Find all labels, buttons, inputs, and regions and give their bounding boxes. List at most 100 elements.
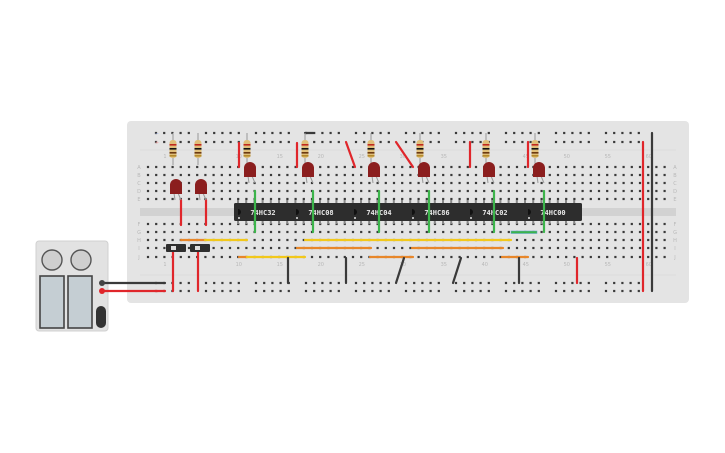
hole[interactable]: [638, 222, 642, 226]
hole[interactable]: [540, 189, 543, 193]
rail-hole[interactable]: [271, 131, 274, 135]
hole[interactable]: [360, 230, 363, 234]
hole[interactable]: [433, 197, 437, 201]
hole[interactable]: [663, 230, 666, 234]
hole[interactable]: [663, 246, 666, 250]
hole[interactable]: [187, 165, 191, 169]
hole[interactable]: [286, 165, 289, 169]
rail-hole[interactable]: [629, 131, 632, 135]
hole[interactable]: [589, 165, 592, 169]
rail-hole[interactable]: [254, 281, 258, 285]
battery-negative-terminal[interactable]: [99, 280, 105, 286]
rail-hole[interactable]: [413, 140, 416, 144]
hole[interactable]: [425, 255, 428, 259]
hole[interactable]: [581, 189, 584, 193]
hole[interactable]: [507, 246, 510, 250]
hole[interactable]: [548, 173, 551, 177]
hole[interactable]: [392, 181, 396, 185]
rail-hole[interactable]: [454, 140, 458, 144]
hole[interactable]: [163, 197, 166, 201]
hole[interactable]: [179, 173, 182, 177]
led[interactable]: [195, 179, 207, 201]
hole[interactable]: [573, 230, 576, 234]
rail-hole[interactable]: [521, 281, 524, 285]
hole[interactable]: [319, 173, 322, 177]
hole[interactable]: [630, 238, 633, 242]
hole[interactable]: [655, 165, 658, 169]
rail-hole[interactable]: [404, 131, 408, 135]
rail-hole[interactable]: [504, 289, 508, 293]
hole[interactable]: [294, 230, 297, 234]
rail-hole[interactable]: [454, 289, 458, 293]
hole[interactable]: [327, 255, 330, 259]
hole[interactable]: [327, 230, 330, 234]
hole[interactable]: [556, 173, 560, 177]
hole[interactable]: [155, 189, 158, 193]
hole[interactable]: [228, 173, 232, 177]
battery-pack[interactable]: [35, 240, 109, 332]
black-wire[interactable]: [451, 256, 463, 285]
hole[interactable]: [384, 189, 387, 193]
hole[interactable]: [187, 181, 191, 185]
rail-hole[interactable]: [579, 131, 582, 135]
hole[interactable]: [343, 165, 346, 169]
hole[interactable]: [606, 238, 609, 242]
rail-hole[interactable]: [613, 281, 616, 285]
hole[interactable]: [401, 173, 404, 177]
hole[interactable]: [204, 173, 207, 177]
rail-hole[interactable]: [354, 281, 358, 285]
rail-hole[interactable]: [313, 289, 316, 293]
hole[interactable]: [228, 246, 232, 250]
hole[interactable]: [433, 255, 437, 259]
hole[interactable]: [401, 230, 404, 234]
hole[interactable]: [450, 181, 453, 185]
rail-hole[interactable]: [621, 281, 624, 285]
hole[interactable]: [278, 246, 281, 250]
hole[interactable]: [597, 181, 601, 185]
hole[interactable]: [228, 222, 232, 226]
hole[interactable]: [417, 197, 420, 201]
hole[interactable]: [368, 197, 371, 201]
hole[interactable]: [499, 173, 502, 177]
hole[interactable]: [458, 181, 461, 185]
rail-hole[interactable]: [229, 281, 232, 285]
led[interactable]: [368, 162, 380, 184]
hole[interactable]: [351, 197, 355, 201]
hole[interactable]: [343, 189, 346, 193]
hole[interactable]: [450, 230, 453, 234]
hole[interactable]: [589, 181, 592, 185]
hole[interactable]: [433, 230, 437, 234]
hole[interactable]: [532, 238, 535, 242]
hole[interactable]: [237, 197, 240, 201]
rail-hole[interactable]: [604, 289, 608, 293]
hole[interactable]: [343, 230, 346, 234]
hole[interactable]: [466, 255, 469, 259]
hole[interactable]: [286, 189, 289, 193]
hole[interactable]: [532, 181, 535, 185]
rail-hole[interactable]: [229, 140, 232, 144]
rail-hole[interactable]: [171, 131, 174, 135]
hole[interactable]: [442, 255, 445, 259]
slide-switch[interactable]: [166, 244, 186, 252]
hole[interactable]: [376, 230, 379, 234]
hole[interactable]: [556, 189, 560, 193]
ic-chip-strip[interactable]: 74HC3274HC0874HC0474HC8674HC0274HC00: [234, 200, 582, 224]
battery-dial[interactable]: [41, 249, 63, 271]
hole[interactable]: [638, 189, 642, 193]
rail-hole[interactable]: [587, 131, 590, 135]
hole[interactable]: [302, 230, 305, 234]
hole[interactable]: [212, 246, 215, 250]
rail-hole[interactable]: [629, 140, 632, 144]
hole[interactable]: [392, 189, 396, 193]
hole[interactable]: [294, 238, 297, 242]
hole[interactable]: [614, 197, 617, 201]
hole[interactable]: [335, 255, 338, 259]
hole[interactable]: [343, 173, 346, 177]
rail-hole[interactable]: [454, 281, 458, 285]
hole[interactable]: [466, 173, 469, 177]
rail-hole[interactable]: [337, 131, 340, 135]
rail-hole[interactable]: [187, 281, 190, 285]
hole[interactable]: [294, 246, 297, 250]
hole[interactable]: [581, 222, 584, 226]
hole[interactable]: [614, 238, 617, 242]
